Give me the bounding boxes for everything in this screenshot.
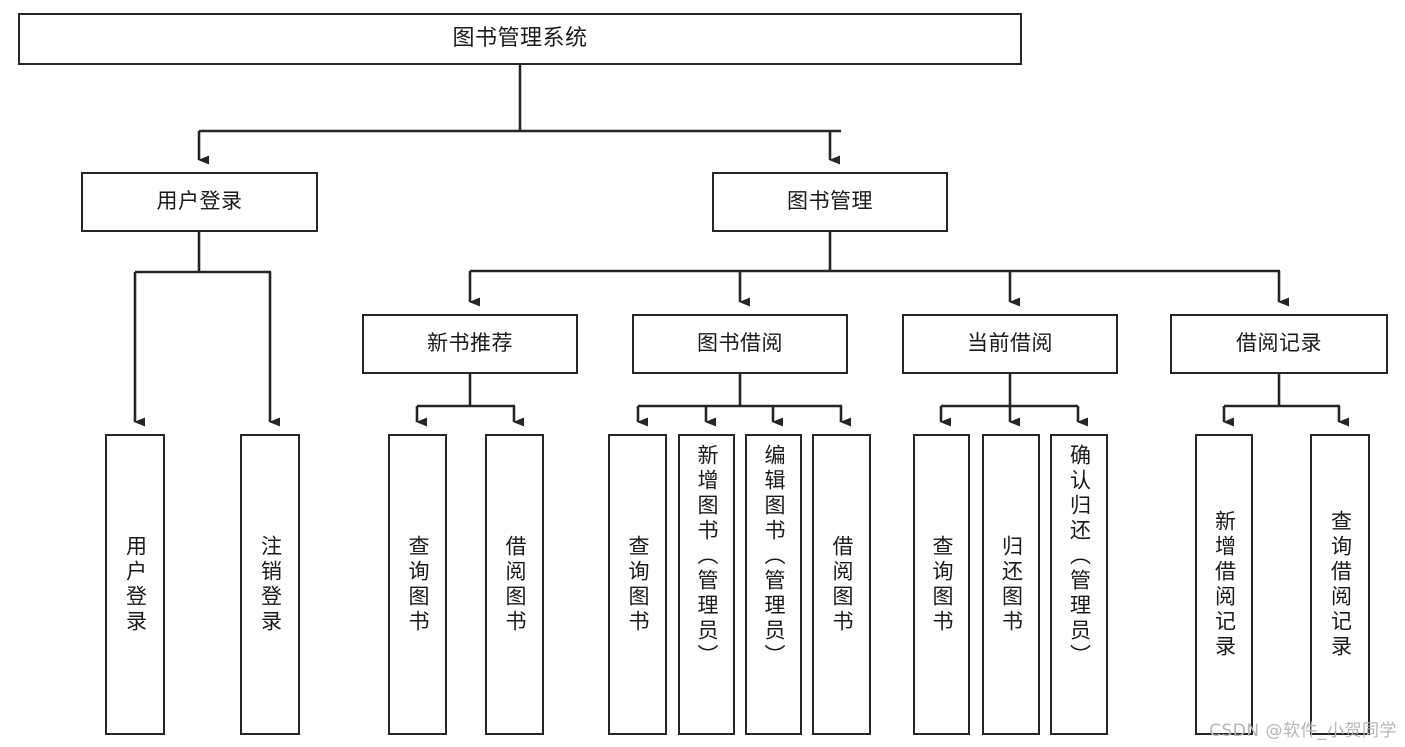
leaf-return-book-label: 归还图书 bbox=[999, 534, 1024, 635]
leaf-borrow-book[interactable]: 借阅图书 bbox=[812, 434, 871, 735]
leaf-query-book-borrow-label: 查询图书 bbox=[626, 534, 650, 635]
node-current-borrow[interactable]: 当前借阅 bbox=[902, 314, 1118, 374]
node-new-book-recommend-label: 新书推荐 bbox=[427, 331, 513, 356]
csdn-watermark: CSDN @软件_小贺同学 bbox=[1209, 721, 1397, 741]
leaf-query-book-current-label: 查询图书 bbox=[930, 534, 954, 635]
leaf-query-book-current[interactable]: 查询图书 bbox=[913, 434, 970, 735]
leaf-borrow-book-recommend[interactable]: 借阅图书 bbox=[485, 434, 544, 735]
leaf-logout-label: 注销登录 bbox=[258, 534, 283, 635]
node-root-system-label: 图书管理系统 bbox=[452, 25, 588, 51]
leaf-user-login[interactable]: 用户登录 bbox=[105, 434, 165, 735]
leaf-borrow-book-label: 借阅图书 bbox=[830, 534, 854, 635]
leaf-edit-book-admin-label: 编辑图书（管理员） bbox=[762, 444, 786, 669]
leaf-query-borrow-record[interactable]: 查询借阅记录 bbox=[1310, 434, 1370, 735]
leaf-logout[interactable]: 注销登录 bbox=[240, 434, 300, 735]
leaf-confirm-return-admin-label: 确认归还（管理员） bbox=[1067, 444, 1092, 669]
leaf-return-book[interactable]: 归还图书 bbox=[982, 434, 1040, 735]
leaf-add-book-admin-label: 新增图书（管理员） bbox=[695, 444, 719, 669]
leaf-add-borrow-record[interactable]: 新增借阅记录 bbox=[1195, 434, 1253, 735]
node-user-login[interactable]: 用户登录 bbox=[81, 172, 318, 232]
leaf-user-login-label: 用户登录 bbox=[123, 534, 148, 635]
node-user-login-label: 用户登录 bbox=[156, 189, 243, 214]
leaf-add-borrow-record-label: 新增借阅记录 bbox=[1212, 509, 1237, 660]
node-root-system[interactable]: 图书管理系统 bbox=[18, 13, 1022, 65]
leaf-query-borrow-record-label: 查询借阅记录 bbox=[1328, 509, 1353, 660]
leaf-borrow-book-recommend-label: 借阅图书 bbox=[503, 534, 527, 635]
leaf-query-book-recommend-label: 查询图书 bbox=[406, 534, 430, 635]
node-book-borrow-label: 图书借阅 bbox=[697, 331, 783, 356]
leaf-edit-book-admin[interactable]: 编辑图书（管理员） bbox=[745, 434, 802, 735]
leaf-query-book-recommend[interactable]: 查询图书 bbox=[388, 434, 447, 735]
node-current-borrow-label: 当前借阅 bbox=[967, 331, 1053, 356]
node-book-management-label: 图书管理 bbox=[787, 189, 873, 214]
node-borrow-record-label: 借阅记录 bbox=[1236, 331, 1322, 356]
node-book-management[interactable]: 图书管理 bbox=[712, 172, 948, 232]
node-borrow-record[interactable]: 借阅记录 bbox=[1170, 314, 1388, 374]
leaf-query-book-borrow[interactable]: 查询图书 bbox=[608, 434, 667, 735]
leaf-confirm-return-admin[interactable]: 确认归还（管理员） bbox=[1050, 434, 1108, 735]
node-book-borrow[interactable]: 图书借阅 bbox=[632, 314, 848, 374]
node-new-book-recommend[interactable]: 新书推荐 bbox=[362, 314, 578, 374]
leaf-add-book-admin[interactable]: 新增图书（管理员） bbox=[678, 434, 735, 735]
